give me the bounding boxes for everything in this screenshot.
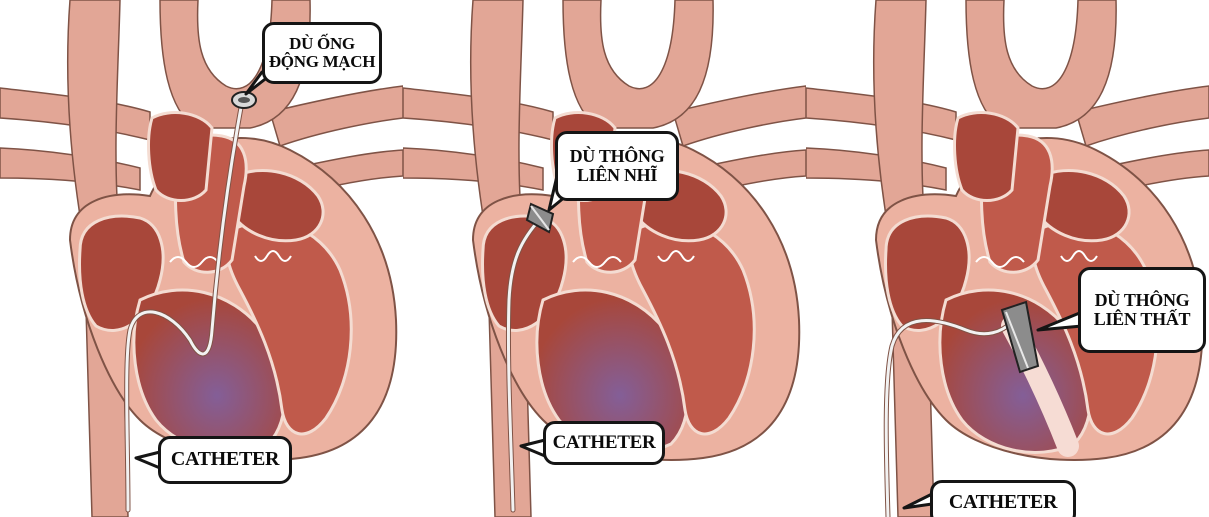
- catheter-label-2: CATHETER: [543, 421, 665, 465]
- callout-pointer: [136, 452, 160, 468]
- catheter-label-3: CATHETER: [930, 480, 1076, 517]
- pulmonary-vessel-left-lower: [0, 148, 140, 190]
- duct-occluder-icon: [232, 92, 256, 108]
- catheter-label-1: CATHETER: [158, 436, 292, 484]
- pulmonary-vessel-left-lower: [806, 148, 946, 190]
- pulmonary-trunk: [149, 113, 212, 201]
- pulmonary-vessel-left-lower: [403, 148, 543, 190]
- heart-illustration-3: [806, 0, 1209, 517]
- pulmonary-trunk: [955, 113, 1018, 201]
